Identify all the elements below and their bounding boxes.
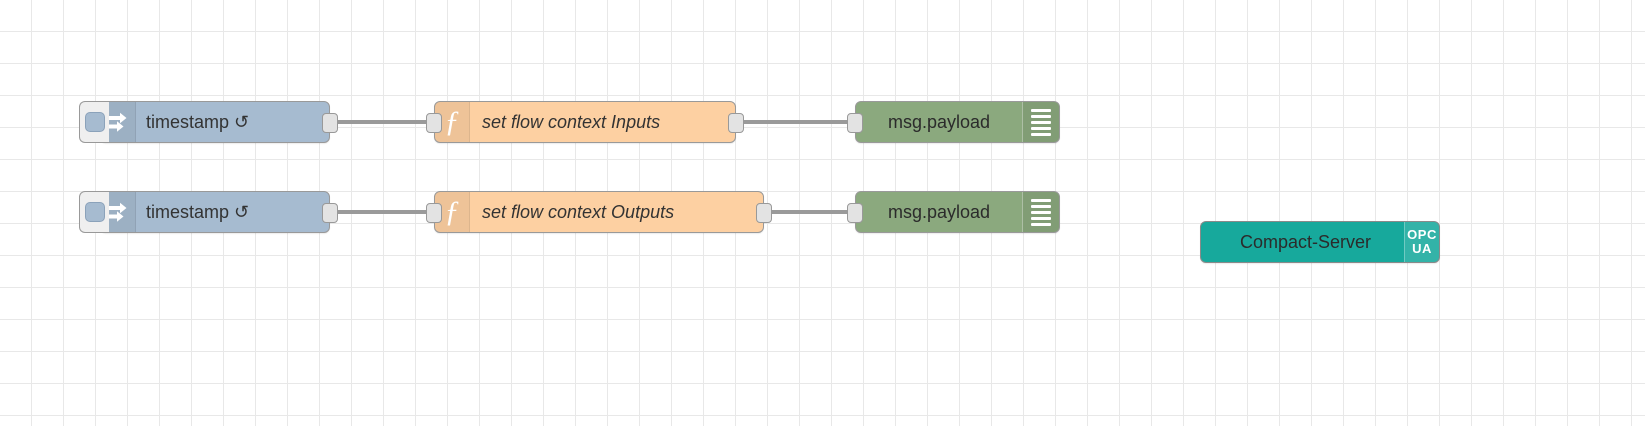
function-node-set-flow-context-outputs[interactable]: ƒ set flow context Outputs [426,191,772,233]
debug-node-label: msg.payload [887,201,991,222]
debug-input-port[interactable] [847,203,863,223]
wire-function2-to-debug2[interactable] [770,210,857,214]
debug-node-msg-payload-1[interactable]: msg.payload [847,101,1075,143]
inject-trigger-button-inner [84,202,105,222]
debug-input-port[interactable] [847,113,863,133]
inject-trigger-button[interactable] [79,191,109,233]
debug-lines-icon [1022,102,1059,142]
debug-node-label: msg.payload [887,111,991,132]
function-node-label: set flow context Inputs [482,111,661,132]
function-f-glyph: ƒ [444,195,460,228]
debug-lines-glyph [1031,108,1051,136]
wire-inject1-to-function1[interactable] [336,120,436,124]
opc-badge-line-1: OPC [1407,227,1437,243]
wire-function1-to-debug1[interactable] [742,120,857,124]
inject-node-timestamp-2[interactable]: timestamp ↺ [79,191,338,233]
debug-lines-icon [1022,192,1059,232]
function-output-port[interactable] [728,113,744,133]
function-input-port[interactable] [426,203,442,223]
function-input-port[interactable] [426,113,442,133]
opc-badge-line-2: UA [1412,241,1432,256]
opcua-server-label: Compact-Server [1239,231,1372,252]
function-node-label: set flow context Outputs [482,201,675,222]
function-f-glyph: ƒ [444,105,460,138]
inject-node-label: timestamp ↺ [146,111,250,132]
function-output-port[interactable] [756,203,772,223]
inject-output-port[interactable] [322,113,338,133]
function-node-set-flow-context-inputs[interactable]: ƒ set flow context Inputs [426,101,744,143]
inject-trigger-button[interactable] [79,101,109,143]
opc-ua-badge-icon: OPC UA [1404,222,1439,262]
debug-lines-glyph [1031,198,1051,226]
inject-node-timestamp-1[interactable]: timestamp ↺ [79,101,338,143]
inject-node-label: timestamp ↺ [146,201,250,222]
inject-trigger-button-inner [84,112,105,132]
wire-inject2-to-function2[interactable] [336,210,436,214]
debug-node-msg-payload-2[interactable]: msg.payload [847,191,1075,233]
inject-output-port[interactable] [322,203,338,223]
opcua-compact-server-node[interactable]: Compact-Server OPC UA [1200,221,1440,263]
